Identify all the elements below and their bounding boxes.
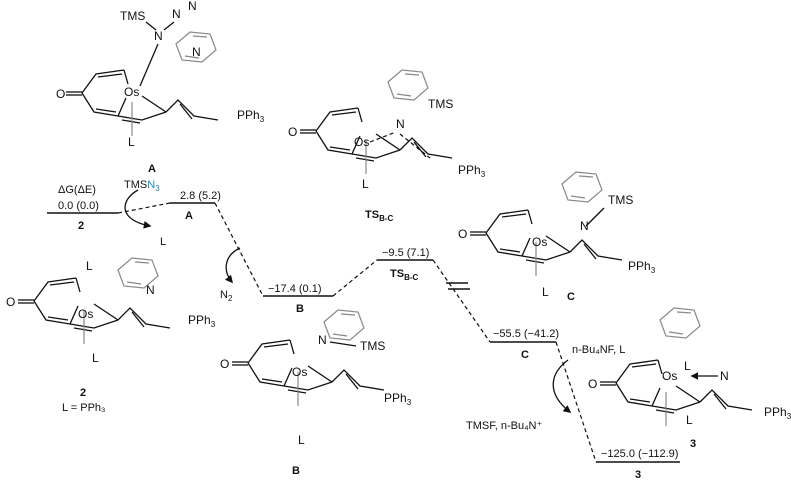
connector-2-A	[117, 202, 171, 214]
level-B-label: B	[296, 303, 304, 315]
reagent-tmsn3: TMSN3	[124, 179, 160, 193]
connector-TS-C	[432, 259, 491, 343]
structure-3-label: 3	[690, 438, 696, 450]
ligand-definition: L = PPh₃	[62, 402, 106, 414]
reagent-tmsf: TMSF, n-Bu₄N⁺	[466, 420, 543, 432]
imine-nitrogen: N	[720, 369, 729, 383]
arrow-n2-release	[225, 247, 241, 284]
pph3-group: PPh3	[188, 313, 216, 329]
level-2-label: 2	[78, 220, 84, 232]
oxygen-atom: O	[588, 377, 597, 391]
osmium-atom: Os	[662, 369, 677, 383]
pyridine-nitrogen: N	[192, 45, 201, 59]
pph3-group: PPh3	[764, 405, 791, 421]
structure-B: O Os N TMS PPh3 L	[220, 309, 412, 447]
pph3-group: PPh3	[237, 108, 265, 124]
structure-A: O Os PPh3 L N TMS N N N	[56, 0, 265, 149]
oxygen-atom: O	[6, 295, 15, 309]
connector-A-B	[214, 202, 264, 297]
structure-2: O Os L L PPh3 N	[6, 257, 216, 365]
level-C-label: C	[521, 349, 529, 361]
level-A-label: A	[185, 210, 193, 222]
tms-group: TMS	[120, 9, 145, 23]
structure-A-label: A	[148, 163, 156, 175]
n2-label: N2	[220, 289, 233, 303]
azide-n: N	[172, 7, 181, 21]
level-TS-label: TSB-C	[390, 268, 419, 282]
ligand-L-top: L	[684, 359, 691, 373]
oxygen-atom: O	[458, 227, 467, 241]
connector-B-TS	[332, 259, 378, 297]
tms-group: TMS	[360, 339, 385, 353]
oxygen-atom: O	[220, 357, 229, 371]
level-TS-value: −9.5 (7.1)	[382, 247, 429, 259]
azide-n: N	[188, 0, 197, 13]
arrow-fluoride-step	[552, 359, 572, 413]
structure-C-label: C	[567, 291, 575, 303]
osmium-atom: Os	[354, 135, 369, 149]
pph3-group: PPh3	[384, 391, 412, 407]
ligand-L-bottom: L	[686, 413, 693, 427]
osmium-atom: Os	[78, 307, 93, 321]
ligand-L-top: L	[86, 259, 93, 273]
structure-2-label: 2	[80, 387, 86, 399]
osmium-atom: Os	[292, 365, 307, 379]
nitrogen-atom: N	[318, 333, 327, 347]
structure-TS-BC: O Os N TMS PPh3 L	[288, 69, 486, 191]
pyridine-nitrogen: N	[146, 283, 155, 297]
tms-group: TMS	[428, 97, 453, 111]
connector-C-3	[555, 341, 597, 463]
level-2-value: 0.0 (0.0)	[58, 200, 99, 212]
structure-B-label: B	[292, 465, 300, 477]
ligand-L: L	[128, 135, 135, 149]
pph3-group: PPh3	[628, 259, 656, 275]
pph3-group: PPh3	[458, 163, 486, 179]
osmium-atom: Os	[532, 235, 547, 249]
structure-3: O Os L L N PPh3	[588, 307, 791, 427]
structure-TS-label: TSB-C	[365, 209, 394, 223]
ligand-L: L	[542, 285, 549, 299]
level-3-value: −125.0 (−112.9)	[601, 448, 678, 460]
nitrogen-atom: N	[396, 117, 405, 131]
lost-ligand-L: L	[160, 236, 166, 248]
level-B-value: −17.4 (0.1)	[268, 283, 322, 295]
energy-axis-label: ΔG(ΔE)	[58, 184, 96, 196]
oxygen-atom: O	[56, 87, 65, 101]
ligand-L: L	[362, 177, 369, 191]
ligand-L-bottom: L	[92, 351, 99, 365]
level-3-label: 3	[635, 469, 641, 481]
arrow-curved-in-out	[124, 189, 152, 229]
oxygen-atom: O	[288, 125, 297, 139]
ligand-L: L	[298, 433, 305, 447]
level-C-value: −55.5 (−41.2)	[493, 328, 559, 340]
nitrogen-atom: N	[580, 219, 589, 233]
level-A-value: 2.8 (5.2)	[180, 190, 221, 202]
structure-C: O Os N TMS PPh3 L	[458, 171, 656, 299]
energy-profile: ΔG(ΔE) 0.0 (0.0) 2 2.8 (5.2) A −17.4 (0.…	[47, 179, 680, 481]
nitrogen-atom: N	[154, 29, 163, 43]
reagent-bu4nf: n-Bu₄NF, L	[572, 344, 625, 356]
osmium-atom: Os	[124, 85, 139, 99]
tms-group: TMS	[608, 193, 633, 207]
